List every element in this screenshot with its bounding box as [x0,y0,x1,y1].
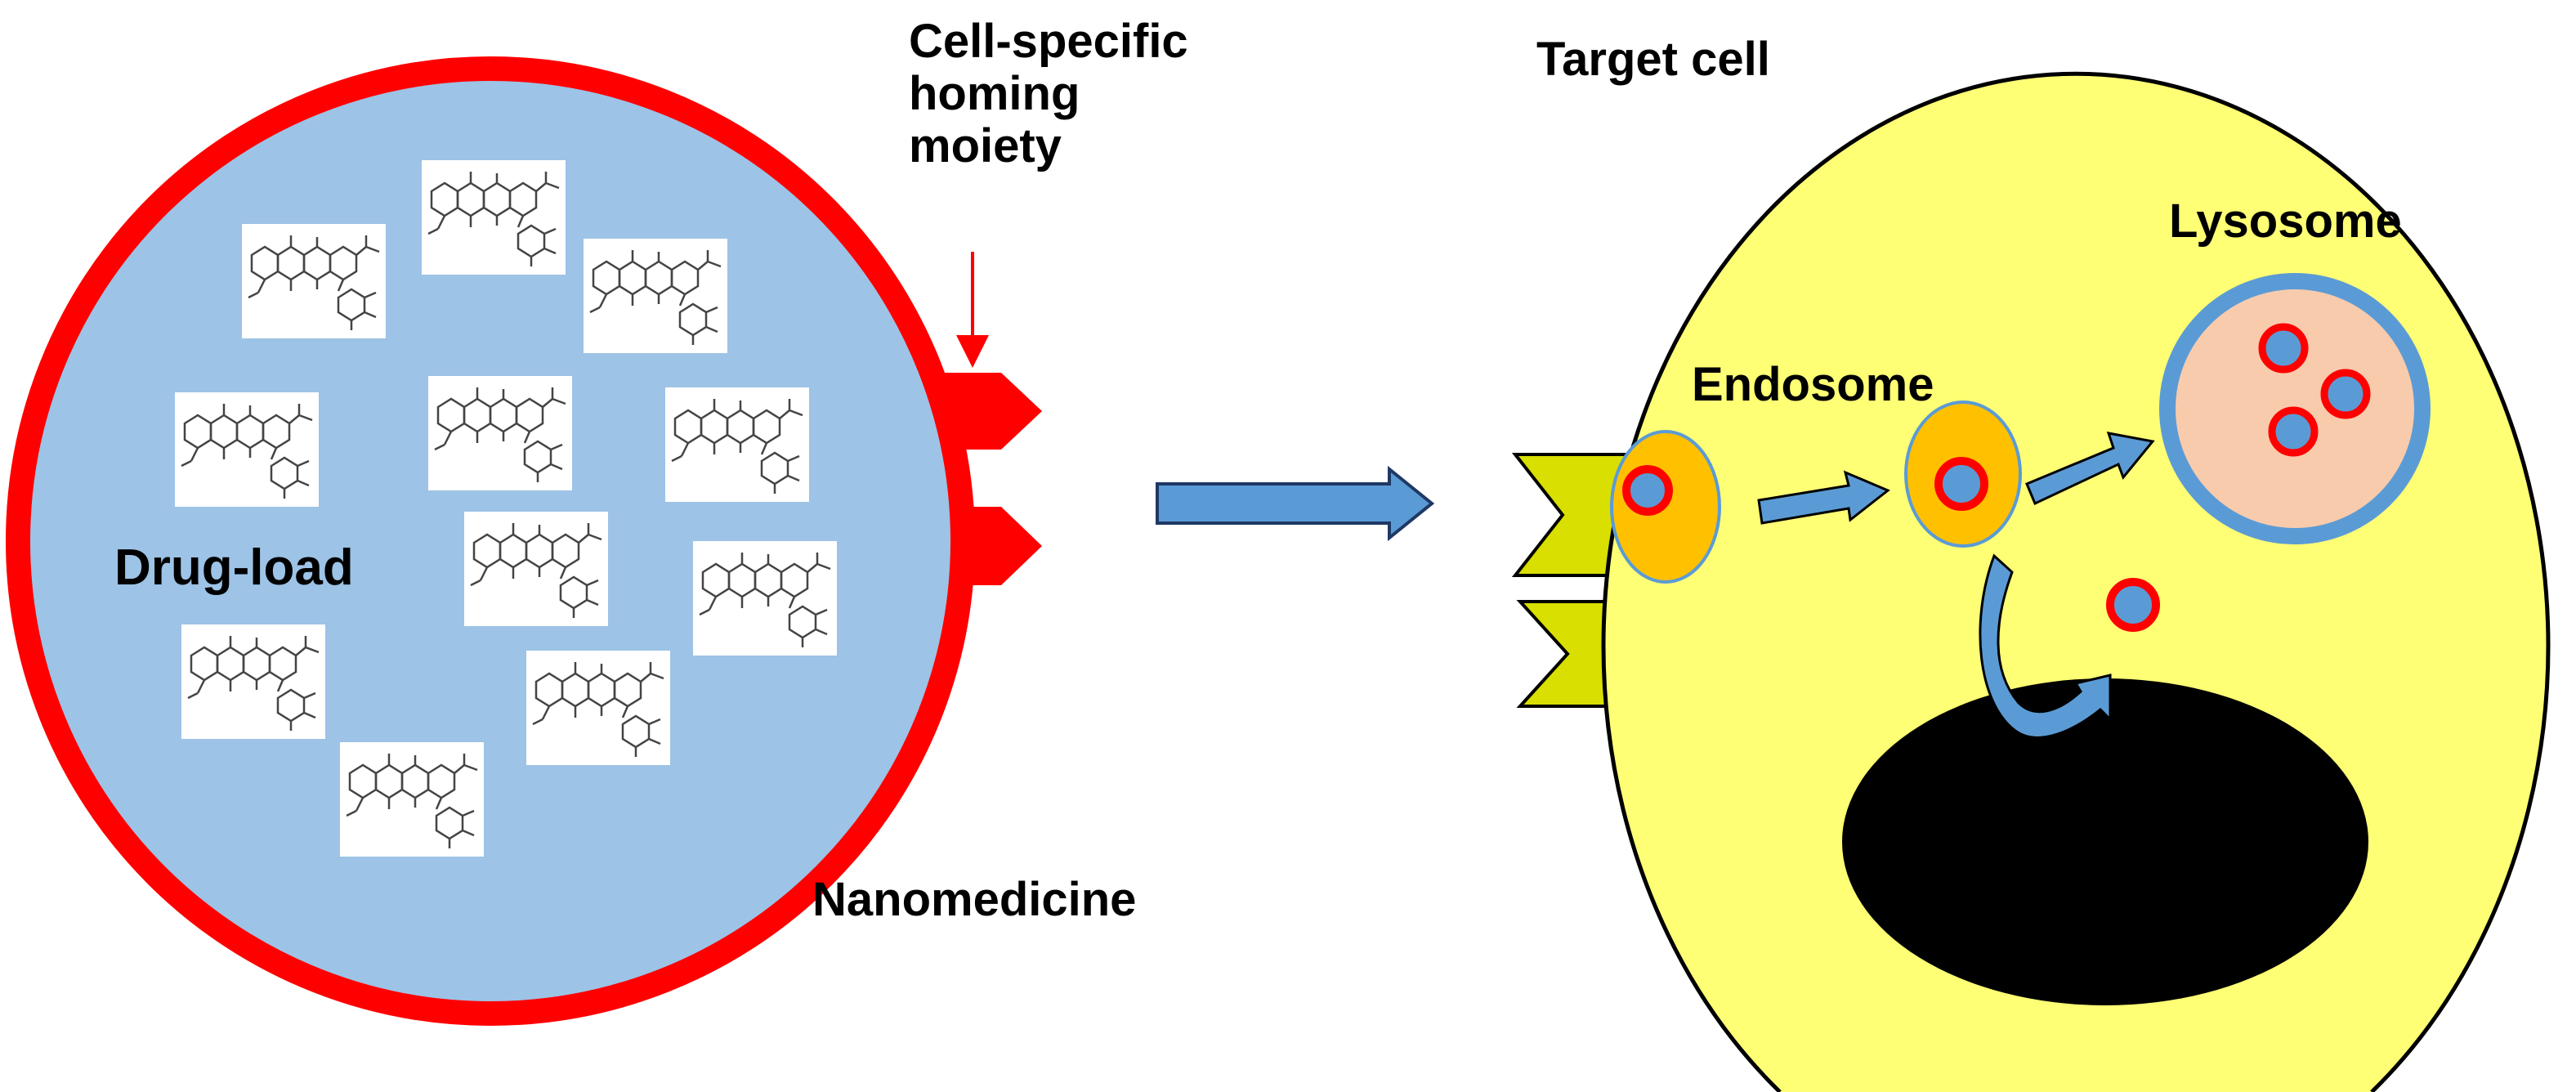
drug-molecule [428,376,572,490]
drug-molecule [175,392,319,507]
nanoparticle-in-lysosome [2258,323,2309,374]
nucleus [1842,678,2368,1005]
drug-molecule [464,512,608,626]
transition-arrow [1156,465,1435,542]
released-nanoparticle [2106,578,2160,632]
drug-molecule [665,387,809,502]
drug-molecule [693,541,837,656]
arrow-endosome-1-to-2 [1757,470,1890,525]
nanoparticle-in-lysosome [2320,369,2371,419]
nanomedicine: Drug-load Nanomedicine [6,56,1136,1026]
nanoparticle-in-endosome-1 [1622,465,1673,516]
nanomedicine-label: Nanomedicine [812,873,1136,926]
nanoparticle-in-endosome-2 [1934,457,1988,511]
nanoparticle-in-lysosome [2268,406,2319,457]
drug-load-label: Drug-load [114,539,354,596]
arrow-endosome-to-lysosome [2025,432,2155,506]
endosome-label: Endosome [1692,358,1934,411]
drug-molecule [181,624,325,739]
endosomal-escape-arrow [1979,553,2112,739]
target-cell-label: Target cell [1536,33,1770,86]
drug-molecule [526,651,670,765]
target-cell: Endosome Lysosome [1511,71,2551,1092]
drug-molecule [584,239,727,353]
lysosome-label: Lysosome [2169,195,2402,248]
drug-molecule [422,160,566,275]
homing-moiety-label: Cell-specific homing moiety [909,15,1201,172]
drug-molecule [242,224,386,338]
drug-molecule [340,742,484,857]
